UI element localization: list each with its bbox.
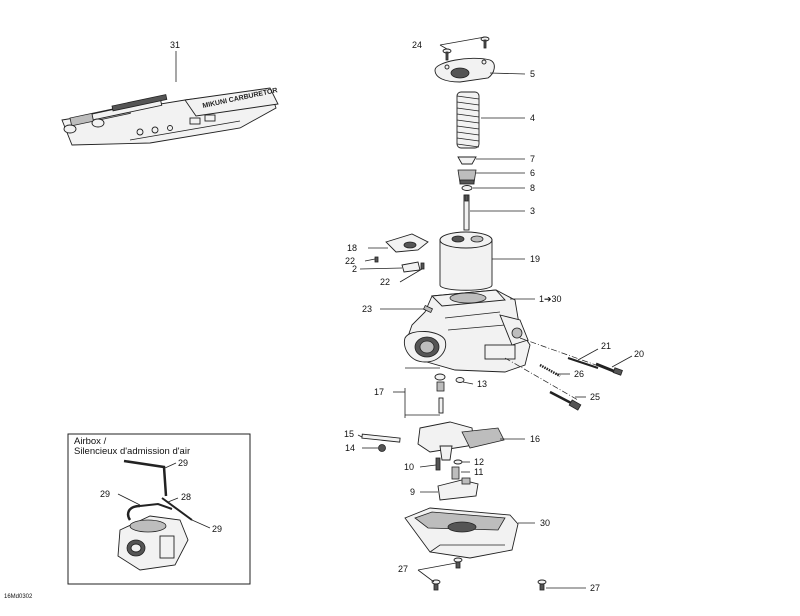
carburetor-repair-kit: MIKUNI CARBURETOR (61, 87, 279, 146)
bracket-18 (385, 233, 429, 253)
callout-18: 18 (347, 243, 357, 253)
jet-needle-3 (463, 194, 470, 231)
washer-12 (453, 459, 463, 465)
o-ring-13 (455, 377, 465, 383)
callout-14: 14 (345, 443, 355, 453)
throttle-slide-19 (439, 231, 493, 291)
screws-22 (374, 256, 425, 270)
callout-26: 26 (574, 369, 584, 379)
callout-labels: 31 24 5 4 7 6 8 3 18 19 22 2 22 1➔30 23 … (100, 40, 644, 593)
carburetor-top-cover-5 (434, 57, 495, 83)
e-clip-8 (461, 185, 473, 191)
spring-seat-7 (457, 156, 477, 165)
airbox-callout-29-top: 29 (178, 458, 188, 468)
callout-23: 23 (362, 304, 372, 314)
idle-screw-20 (595, 362, 623, 376)
airbox-callout-28: 28 (181, 492, 191, 502)
callout-15: 15 (344, 429, 354, 439)
needle-valve-10 (435, 457, 441, 471)
adjuster-25 (549, 390, 582, 411)
callout-7: 7 (530, 154, 535, 164)
float-16 (417, 421, 505, 461)
callout-24: 24 (412, 40, 422, 50)
callout-8: 8 (530, 183, 535, 193)
callout-5: 5 (530, 69, 535, 79)
callout-9: 9 (410, 487, 415, 497)
leader-lines (117, 36, 633, 589)
callout-4: 4 (530, 113, 535, 123)
callout-25: 25 (590, 392, 600, 402)
callout-10: 10 (404, 462, 414, 472)
callout-16: 16 (530, 434, 540, 444)
callout-13: 13 (477, 379, 487, 389)
airbox-title-line2: Silencieux d'admission d'air (74, 446, 190, 457)
callout-2: 2 (352, 264, 357, 274)
main-jet-group-17 (434, 373, 446, 414)
callout-17: 17 (374, 387, 384, 397)
screw-14 (378, 444, 386, 452)
baffle-9 (437, 477, 479, 501)
needle-retainer-6 (457, 169, 477, 185)
callout-3: 3 (530, 206, 535, 216)
screw-23 (422, 304, 434, 314)
callout-11: 11 (474, 467, 483, 477)
airbox-callout-29-right: 29 (212, 524, 222, 534)
callout-21: 21 (601, 341, 611, 351)
callout-27-left: 27 (398, 564, 408, 574)
callout-20: 20 (634, 349, 644, 359)
callout-31: 31 (170, 40, 180, 50)
callout-30: 30 (540, 518, 550, 528)
gasket-2 (401, 261, 421, 273)
spring-26 (539, 363, 561, 378)
float-bowl-30 (404, 507, 519, 559)
airbox-callout-29-left: 29 (100, 489, 110, 499)
carburetor-body (403, 289, 531, 373)
drawing-code: 16Md0302 (4, 594, 33, 600)
callout-22-lower: 22 (380, 277, 390, 287)
airbox-title-line1: Airbox / (74, 436, 107, 447)
valve-seat-11 (451, 466, 460, 480)
float-pin-15 (361, 433, 401, 443)
pilot-air-screw-21 (567, 357, 599, 369)
screws-27 (431, 557, 547, 591)
spring-4 (456, 91, 480, 149)
callout-22-upper: 22 (345, 256, 355, 266)
callout-27-right: 27 (590, 583, 600, 593)
callout-6: 6 (530, 168, 535, 178)
airbox-inset: Airbox / Silencieux d'admission d'air (67, 433, 251, 585)
callout-19: 19 (530, 254, 540, 264)
callout-12: 12 (474, 457, 484, 467)
callout-1-to-30: 1➔30 (539, 294, 562, 304)
